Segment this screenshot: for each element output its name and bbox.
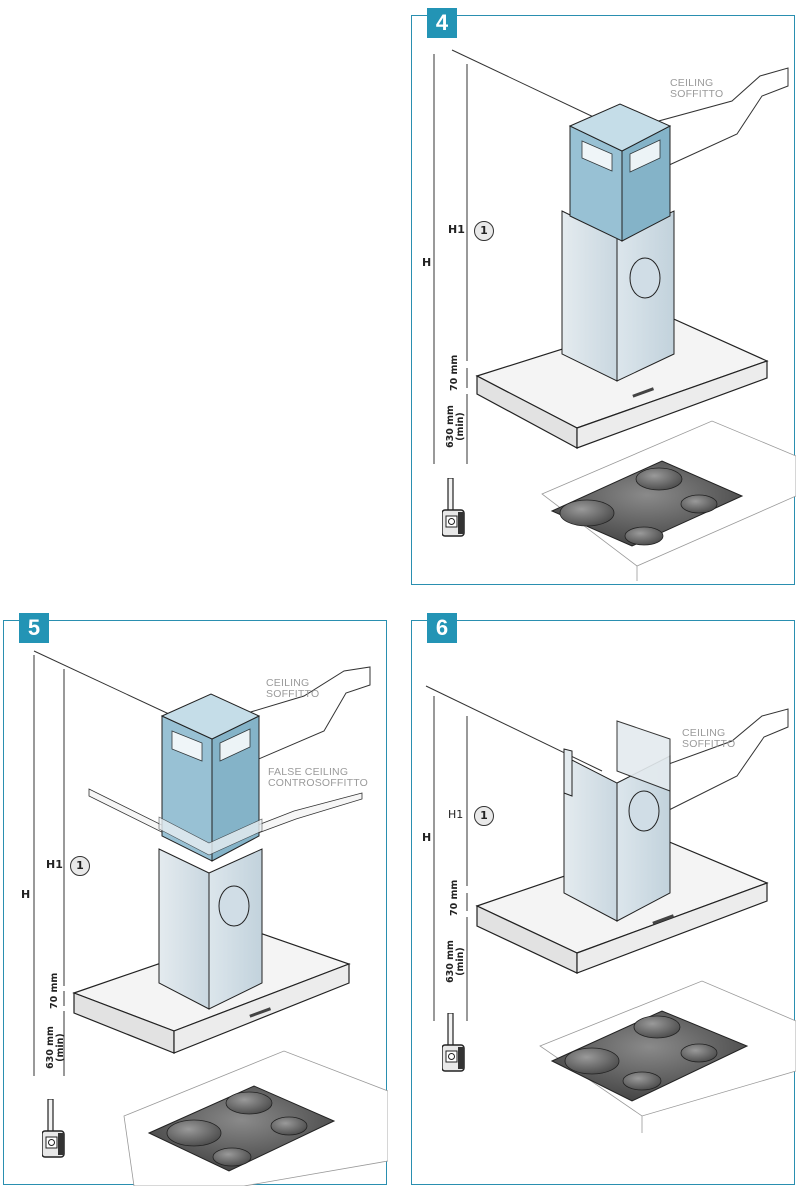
diagram-step-5 (33, 650, 388, 1186)
step-number-badge: 5 (19, 613, 49, 643)
dimension-h: H (422, 256, 432, 269)
dimension-h1: H1 (46, 858, 63, 871)
dimension-70mm: 70 mm (449, 879, 460, 916)
dimension-70mm: 70 mm (49, 972, 60, 1009)
ceiling-label: CEILING SOFFITTO (670, 77, 724, 100)
ceiling-label: CEILING SOFFITTO (266, 677, 320, 700)
dimension-630mm: 630 mm (min) (445, 940, 466, 983)
diagram-step-6 (425, 685, 796, 1133)
dimension-h: H (21, 888, 31, 901)
step-number-badge: 4 (427, 8, 457, 38)
spirit-level-icon (42, 1099, 65, 1158)
panel-step-5: 5 CEILING SOFFITTO FALSE CEILING CONTROS… (3, 613, 388, 1186)
dimension-70mm: 70 mm (449, 354, 460, 391)
dimension-630mm: 630 mm (min) (45, 1026, 66, 1069)
reference-number-circle: 1 (474, 221, 494, 241)
step-number-badge: 6 (427, 613, 457, 643)
panel-step-6: 6 CEILING SOFFITTO H H1 1 70 mm 630 mm (… (411, 613, 796, 1185)
dimension-h1: H1 (448, 223, 465, 236)
dimension-h1: H1 (448, 808, 464, 821)
panel-step-4: 4 CEILING SOFFITTO H H1 1 70 mm 630 mm (… (411, 8, 796, 585)
ceiling-label: CEILING SOFFITTO (682, 727, 736, 750)
spirit-level-icon (442, 478, 465, 537)
dimension-630mm: 630 mm (min) (445, 405, 466, 448)
reference-number-circle: 1 (70, 856, 90, 876)
dimension-h: H (422, 831, 432, 844)
spirit-level-icon (442, 1013, 465, 1072)
false-ceiling-label: FALSE CEILING CONTROSOFFITTO (268, 766, 369, 789)
reference-number-circle: 1 (474, 806, 494, 826)
diagram-step-4 (433, 49, 796, 581)
